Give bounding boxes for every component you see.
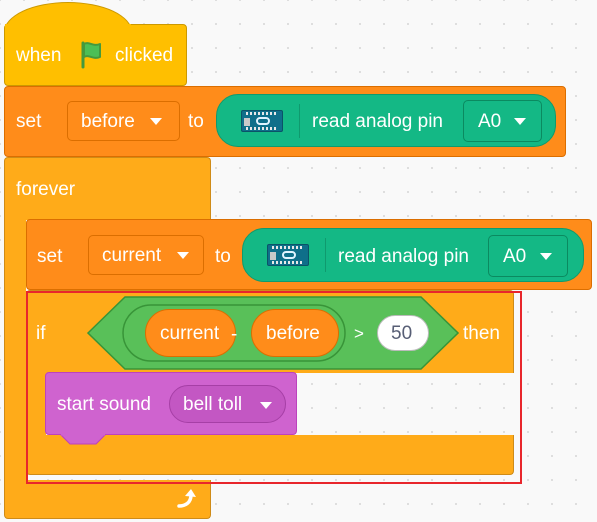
number-input[interactable]: 50 — [377, 315, 429, 351]
if-label: if — [36, 323, 46, 344]
chevron-down-icon — [540, 253, 552, 260]
loop-arrow-icon — [177, 489, 196, 508]
chevron-down-icon — [150, 118, 162, 125]
highlight-box — [26, 291, 522, 484]
when-label: when — [16, 45, 62, 66]
pin-value: A0 — [503, 246, 527, 267]
chevron-down-icon — [260, 402, 272, 409]
chevron-down-icon — [514, 118, 526, 125]
set-current-block[interactable]: set current to read analog pin A0 — [26, 219, 592, 290]
sound-block-notch — [60, 434, 107, 445]
set-label: set — [37, 246, 63, 267]
chevron-down-icon — [177, 252, 189, 259]
green-flag-icon — [81, 41, 101, 69]
variable-dropdown-before[interactable]: before — [67, 101, 180, 141]
arduino-board-icon — [267, 244, 309, 266]
forever-bottom — [4, 480, 211, 519]
greater-than-operator: > — [354, 324, 364, 343]
to-label: to — [188, 111, 204, 132]
variable-dropdown-current[interactable]: current — [88, 235, 204, 275]
reporter-label: read analog pin — [338, 246, 469, 267]
to-label: to — [215, 246, 231, 267]
variable-name: current — [160, 323, 220, 344]
forever-block[interactable]: forever — [4, 157, 211, 220]
number-value: 50 — [391, 323, 413, 344]
variable-reporter-current[interactable]: current — [145, 309, 236, 357]
pin-dropdown[interactable]: A0 — [463, 100, 542, 142]
forever-arm — [4, 219, 26, 481]
hat-cap-join — [5, 24, 131, 30]
set-before-block[interactable]: set before to read analog pin A0 — [4, 86, 566, 157]
forever-label: forever — [16, 179, 76, 200]
variable-name: before — [266, 323, 320, 344]
arduino-board-icon — [241, 110, 283, 132]
read-analog-pin-reporter[interactable]: read analog pin A0 — [216, 94, 556, 147]
sound-name: bell toll — [183, 394, 243, 415]
pin-dropdown[interactable]: A0 — [488, 235, 568, 277]
variable-name: current — [102, 245, 162, 266]
when-flag-clicked-block[interactable]: when clicked — [4, 24, 187, 86]
read-analog-pin-reporter[interactable]: read analog pin A0 — [242, 228, 584, 282]
reporter-label: read analog pin — [312, 111, 443, 132]
then-label: then — [463, 323, 500, 344]
sound-dropdown[interactable]: bell toll — [169, 385, 286, 423]
set-label: set — [16, 111, 42, 132]
if-then-block[interactable]: if current - before > 50 then — [26, 290, 514, 373]
variable-name: before — [81, 111, 135, 132]
if-bottom — [26, 435, 514, 475]
start-sound-block[interactable]: start sound bell toll — [45, 372, 297, 435]
variable-reporter-before[interactable]: before — [251, 309, 339, 357]
pin-value: A0 — [478, 111, 502, 132]
clicked-label: clicked — [115, 45, 174, 66]
start-sound-label: start sound — [57, 394, 151, 415]
minus-operator: - — [231, 324, 238, 345]
